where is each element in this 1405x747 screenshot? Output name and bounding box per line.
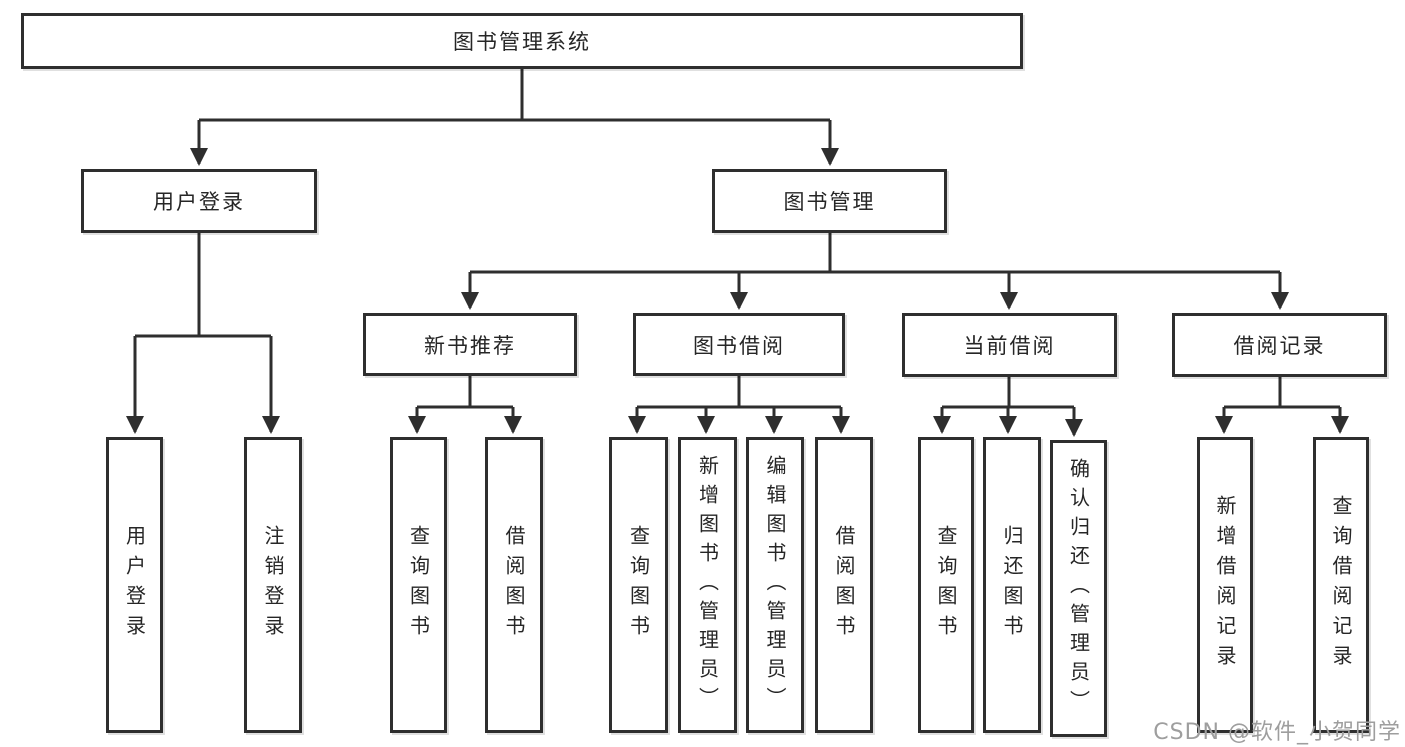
leaf-current-query-books: 查询图书 <box>918 437 974 733</box>
node-book-borrow: 图书借阅 <box>633 313 845 376</box>
leaf-borrow-query-books: 查询图书 <box>609 437 668 733</box>
leaf-current-return-books: 归还图书 <box>983 437 1041 733</box>
node-book-management: 图书管理 <box>712 169 947 233</box>
leaf-borrow-add-books-admin: 新增图书（管理员） <box>678 437 737 733</box>
csdn-watermark: CSDN @软件_小贺同学 <box>1153 720 1401 745</box>
node-user-login: 用户登录 <box>81 169 317 233</box>
node-borrow-records: 借阅记录 <box>1172 313 1387 377</box>
leaf-borrow-edit-books-admin: 编辑图书（管理员） <box>746 437 804 733</box>
leaf-newbook-borrow-books: 借阅图书 <box>485 437 543 733</box>
node-current-borrow: 当前借阅 <box>902 313 1117 377</box>
leaf-newbook-query-books: 查询图书 <box>390 437 447 733</box>
node-root-library-system: 图书管理系统 <box>21 13 1023 69</box>
leaf-borrow-borrow-books: 借阅图书 <box>815 437 873 733</box>
leaf-record-query-borrow-record: 查询借阅记录 <box>1313 437 1369 733</box>
leaf-current-confirm-return-admin: 确认归还（管理员） <box>1050 440 1107 737</box>
leaf-user-login: 用户登录 <box>106 437 163 733</box>
leaf-record-add-borrow-record: 新增借阅记录 <box>1197 437 1253 733</box>
node-new-book-recommend: 新书推荐 <box>363 313 577 376</box>
leaf-logout: 注销登录 <box>244 437 302 733</box>
